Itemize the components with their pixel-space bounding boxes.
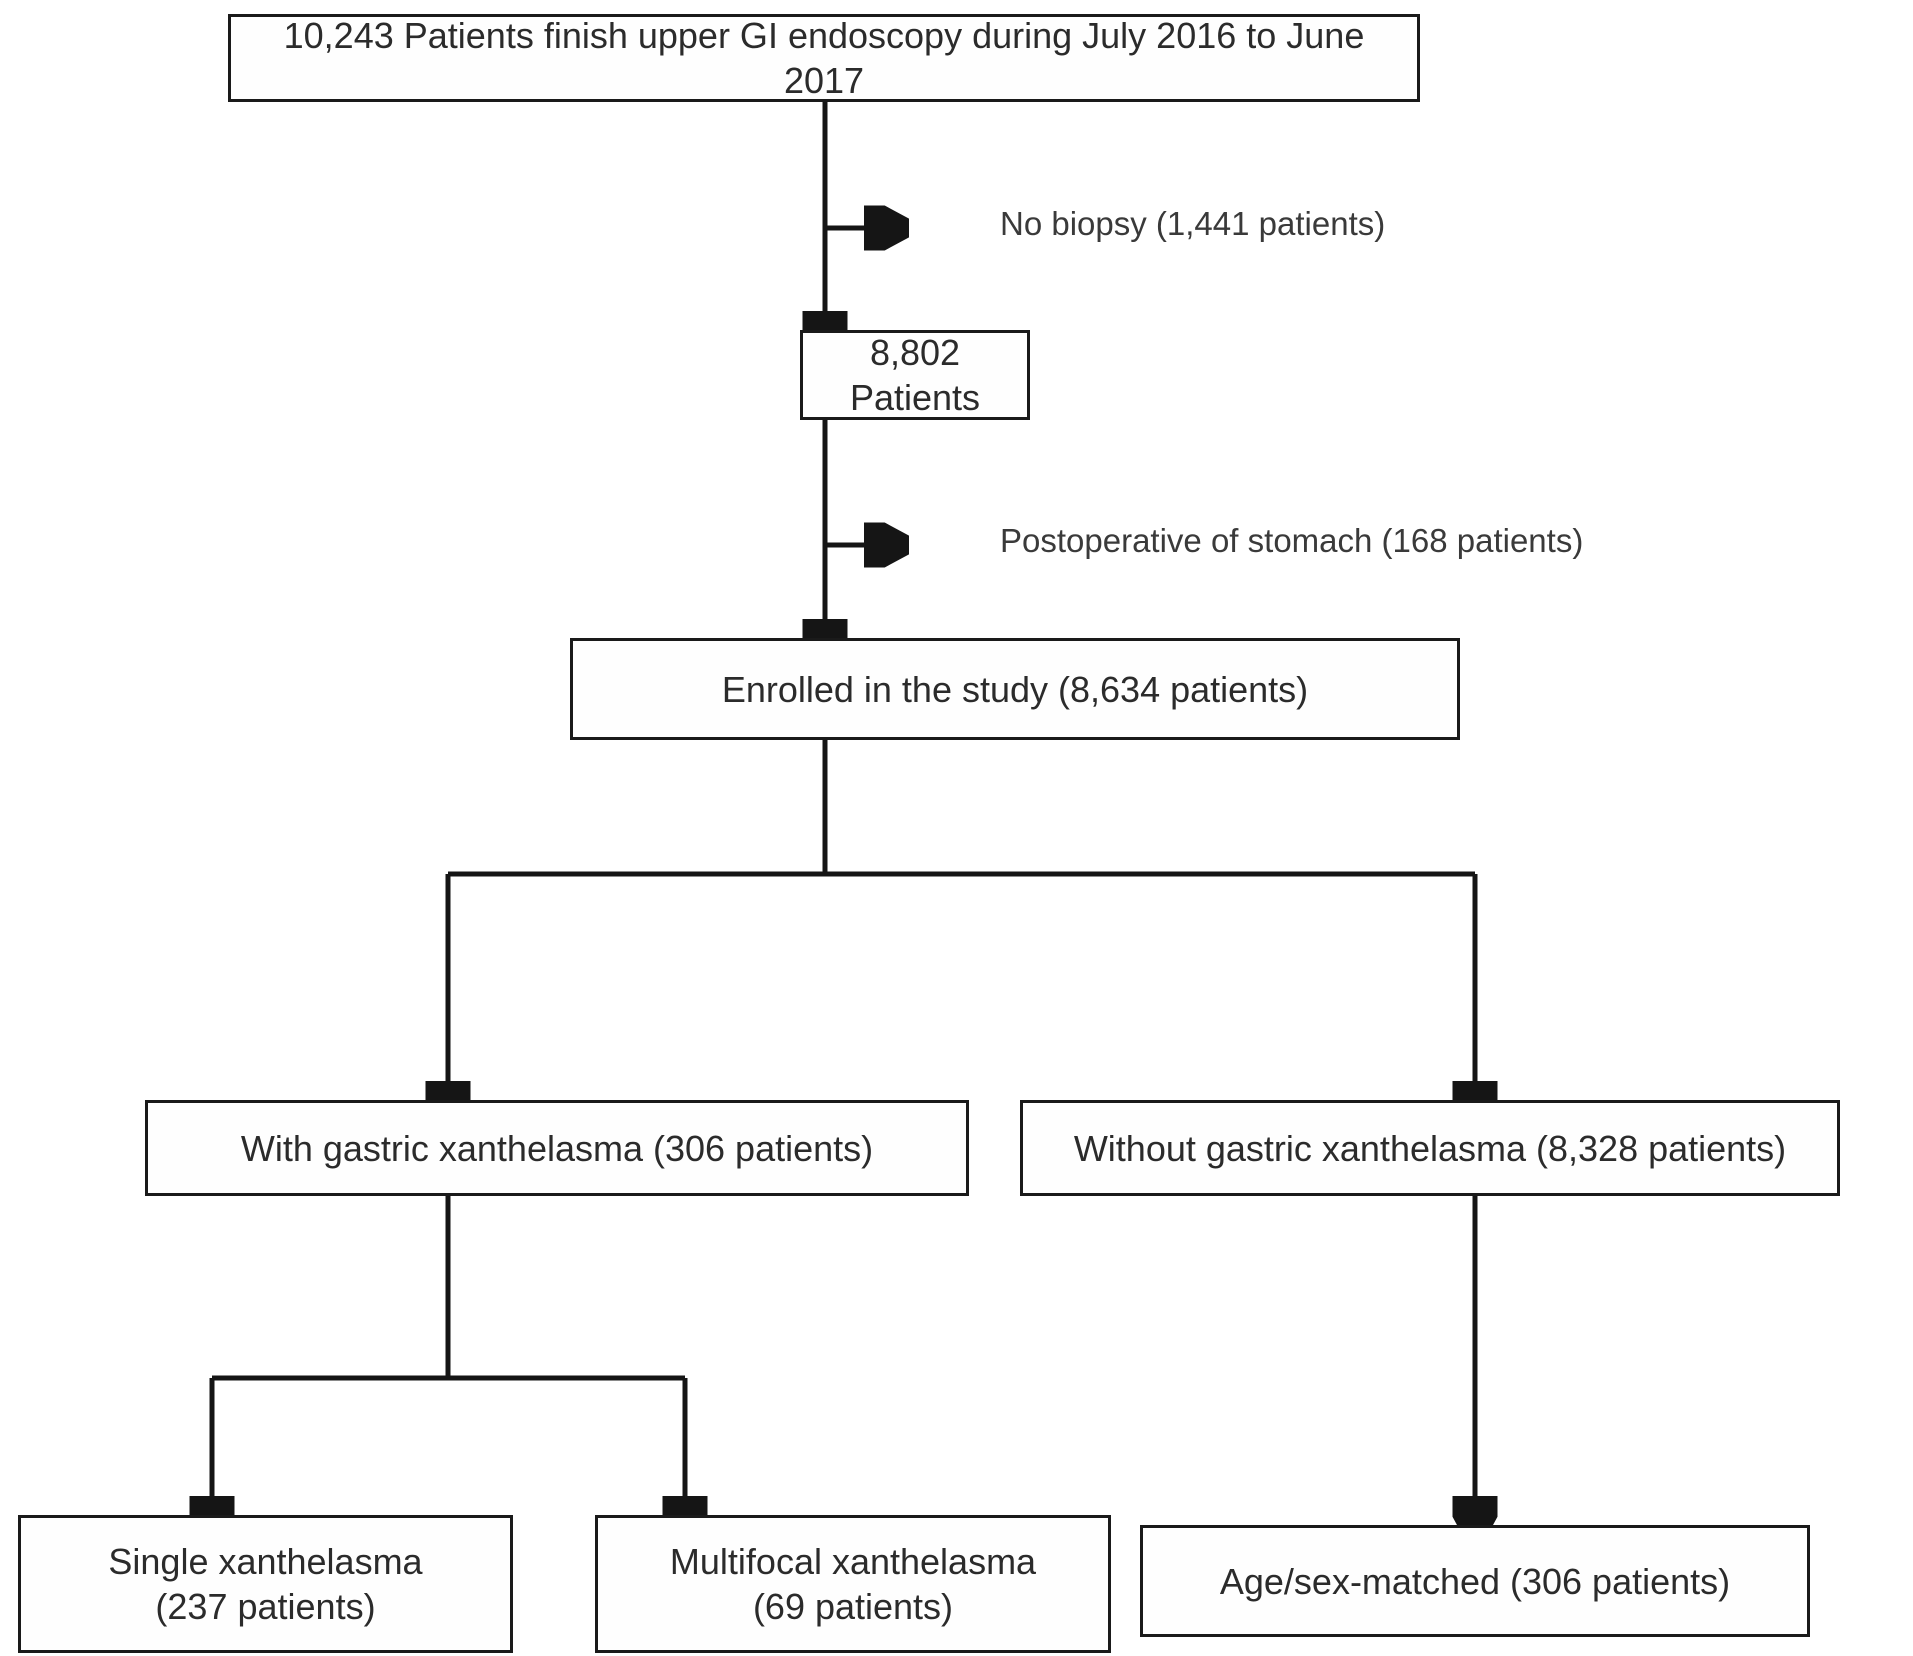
node-total-endoscopy: 10,243 Patients finish upper GI endoscop… (228, 14, 1420, 102)
exclusion-label-postoperative: Postoperative of stomach (168 patients) (1000, 522, 1584, 559)
node-label: With gastric xanthelasma (306 patients) (240, 1127, 874, 1169)
node-label-line2: (237 patients) (155, 1586, 376, 1627)
exclusion-label-no-biopsy: No biopsy (1,441 patients) (1000, 205, 1386, 242)
node-with-xanthelasma: With gastric xanthelasma (306 patients) (145, 1100, 969, 1196)
node-after-no-biopsy: 8,802 Patients (800, 330, 1030, 420)
node-without-xanthelasma: Without gastric xanthelasma (8,328 patie… (1020, 1100, 1840, 1196)
node-single-xanthelasma: Single xanthelasma (237 patients) (18, 1515, 513, 1653)
node-label-line1: Single xanthelasma (108, 1541, 423, 1582)
node-label: Enrolled in the study (8,634 patients) (721, 668, 1309, 710)
node-label: 10,243 Patients finish upper GI endoscop… (283, 15, 1365, 101)
node-label: 8,802 Patients (849, 332, 981, 418)
node-label-line2: (69 patients) (752, 1586, 954, 1627)
node-age-sex-matched: Age/sex-matched (306 patients) (1140, 1525, 1810, 1637)
node-multifocal-xanthelasma: Multifocal xanthelasma (69 patients) (595, 1515, 1111, 1653)
node-enrolled: Enrolled in the study (8,634 patients) (570, 638, 1460, 740)
node-label-line1: Multifocal xanthelasma (669, 1541, 1037, 1582)
node-label: Age/sex-matched (306 patients) (1219, 1560, 1731, 1602)
node-label: Without gastric xanthelasma (8,328 patie… (1073, 1127, 1787, 1169)
